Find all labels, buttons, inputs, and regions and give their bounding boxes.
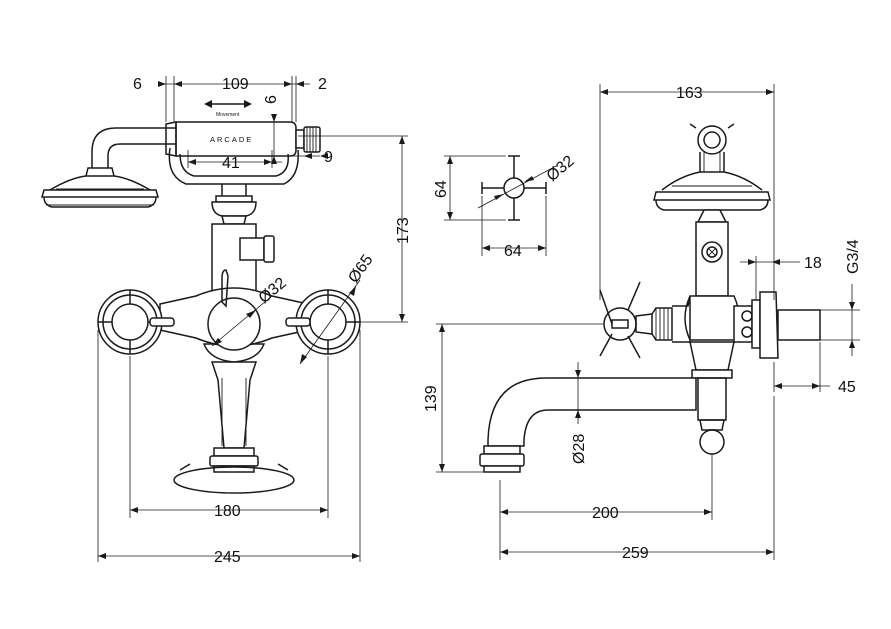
ceramic-handset-handle: ARCADE (165, 121, 321, 157)
dim-diameter-28: Ø28 (571, 434, 588, 464)
left-cross-handle (97, 289, 175, 355)
dim-109: 109 (222, 76, 249, 93)
dim-45: 45 (838, 379, 856, 396)
side-inlet-fitting (733, 291, 821, 359)
movement-label: Movement (216, 112, 240, 118)
dim-diameter-65: Ø65 (345, 252, 376, 287)
side-spout (479, 377, 697, 473)
side-dimensions (436, 84, 860, 560)
side-shower-rose (653, 171, 771, 211)
dim-245: 245 (214, 549, 241, 566)
dim-139: 139 (423, 385, 440, 412)
dim-64-horizontal: 64 (504, 243, 522, 260)
front-spout (173, 361, 295, 494)
dim-9: 9 (324, 149, 333, 166)
right-cross-handle (285, 289, 361, 355)
valve-body-column (211, 223, 275, 299)
shower-arm (91, 127, 176, 168)
dim-2: 2 (318, 76, 327, 93)
dim-41: 41 (222, 155, 240, 172)
side-body-column (684, 209, 740, 455)
front-dimensions (97, 76, 408, 562)
dim-259: 259 (622, 545, 649, 562)
dim-173: 173 (395, 217, 412, 244)
front-view: ARCADE (41, 76, 412, 566)
dim-g34: G3/4 (845, 239, 862, 274)
dim-64-vertical: 64 (433, 180, 450, 198)
dim-6-top: 6 (133, 76, 142, 93)
hand-shower-head (41, 167, 159, 208)
handset-cradle (168, 147, 299, 225)
dim-200: 200 (592, 505, 619, 522)
side-view: 163 18 G3/4 45 139 Ø28 200 259 (423, 84, 862, 562)
brand-label: ARCADE (210, 135, 253, 144)
dim-18: 18 (804, 255, 822, 272)
dim-6-vertical: 6 (263, 95, 280, 104)
side-left-handle (599, 281, 691, 359)
handle-detail-view: 64 64 Ø32 (433, 153, 578, 260)
dim-180: 180 (214, 503, 241, 520)
side-handset-top (689, 123, 735, 172)
dim-diameter-32-handle: Ø32 (544, 153, 578, 186)
dim-163: 163 (676, 85, 703, 102)
centre-diverter (207, 269, 261, 351)
